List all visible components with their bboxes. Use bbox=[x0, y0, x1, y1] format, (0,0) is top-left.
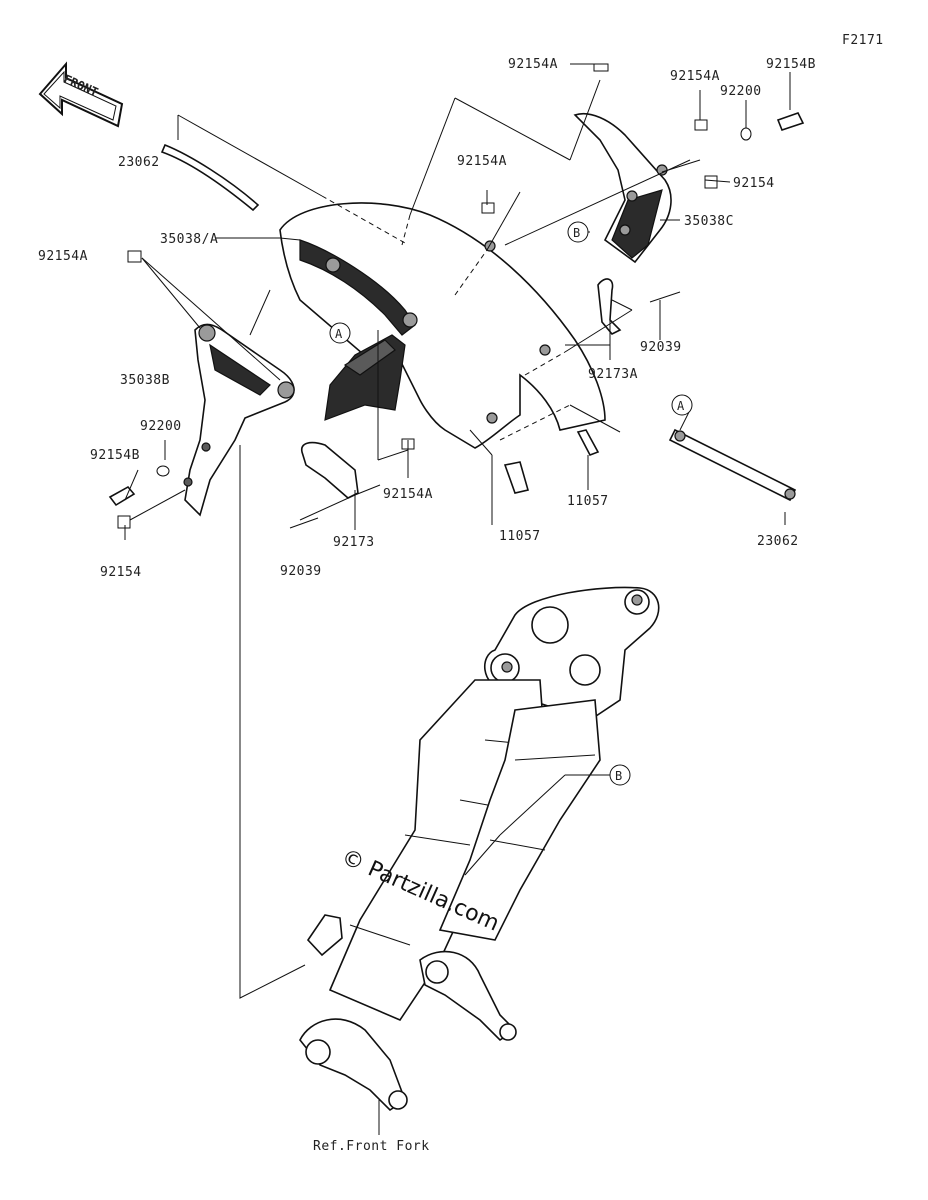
washer-92200-left bbox=[156, 465, 170, 477]
callout-a-fender: A bbox=[329, 322, 351, 344]
diagram-code: F2171 bbox=[842, 33, 884, 48]
bolt-92154a-mid bbox=[481, 202, 495, 214]
part-label: 92154A bbox=[508, 57, 558, 72]
front-direction-arrow: FRONT bbox=[38, 61, 124, 128]
part-label: 35038B bbox=[120, 373, 170, 388]
front-fender bbox=[279, 202, 606, 449]
part-label: 92200 bbox=[720, 84, 762, 99]
brake-hose-clamp-right bbox=[668, 428, 797, 502]
part-label: 92039 bbox=[640, 340, 682, 355]
callout-a-right: A bbox=[671, 394, 693, 416]
bolt-92154-right bbox=[704, 175, 718, 189]
clamp-92173a bbox=[597, 278, 622, 335]
reference-front-fork: Ref.Front Fork bbox=[313, 1139, 430, 1154]
clip-11057-right bbox=[576, 429, 600, 456]
part-label: 11057 bbox=[567, 494, 609, 509]
washer-92200-right bbox=[740, 127, 752, 141]
part-label: 92173 bbox=[333, 535, 375, 550]
pin-92039-left bbox=[289, 517, 319, 529]
part-label: 92154A bbox=[38, 249, 88, 264]
part-label: 92154B bbox=[90, 448, 140, 463]
part-label: 11057 bbox=[499, 529, 541, 544]
part-label: 92154A bbox=[383, 487, 433, 502]
front-fork-assembly bbox=[299, 586, 660, 1112]
brake-hose-clamp-top bbox=[160, 143, 260, 212]
part-label: 92154A bbox=[457, 154, 507, 169]
bolt-92154-left bbox=[117, 515, 131, 529]
pin-92039-right bbox=[649, 291, 681, 303]
callout-b-fork: B bbox=[609, 764, 631, 786]
callout-a-text: A bbox=[677, 399, 685, 413]
clip-11057-mid bbox=[503, 461, 530, 494]
bolt-92154a-tr bbox=[694, 119, 708, 131]
bolt-92154b-right bbox=[776, 112, 805, 131]
left-bracket bbox=[183, 323, 295, 517]
clamp-92173 bbox=[301, 441, 359, 499]
part-label: 92039 bbox=[280, 564, 322, 579]
part-label: 35038/A bbox=[160, 232, 218, 247]
leader-lines bbox=[124, 63, 791, 1135]
callout-b-text: B bbox=[615, 769, 622, 783]
bolt-92154b-left bbox=[108, 485, 136, 507]
part-label: 92154B bbox=[766, 57, 816, 72]
part-label: 35038C bbox=[684, 214, 734, 229]
part-label: 23062 bbox=[118, 155, 160, 170]
right-bracket bbox=[573, 113, 672, 264]
part-label: 92154 bbox=[733, 176, 775, 191]
callout-b-text: B bbox=[573, 226, 580, 240]
callout-a-text: A bbox=[335, 327, 343, 341]
part-label: 92173A bbox=[588, 367, 638, 382]
part-label: 23062 bbox=[757, 534, 799, 549]
part-label: 92154A bbox=[670, 69, 720, 84]
part-label: 92154 bbox=[100, 565, 142, 580]
bolt-92154a-top bbox=[593, 63, 609, 72]
callout-b-bracket: B bbox=[567, 221, 589, 243]
bolt-92154a-left bbox=[127, 250, 142, 263]
part-label: 92200 bbox=[140, 419, 182, 434]
